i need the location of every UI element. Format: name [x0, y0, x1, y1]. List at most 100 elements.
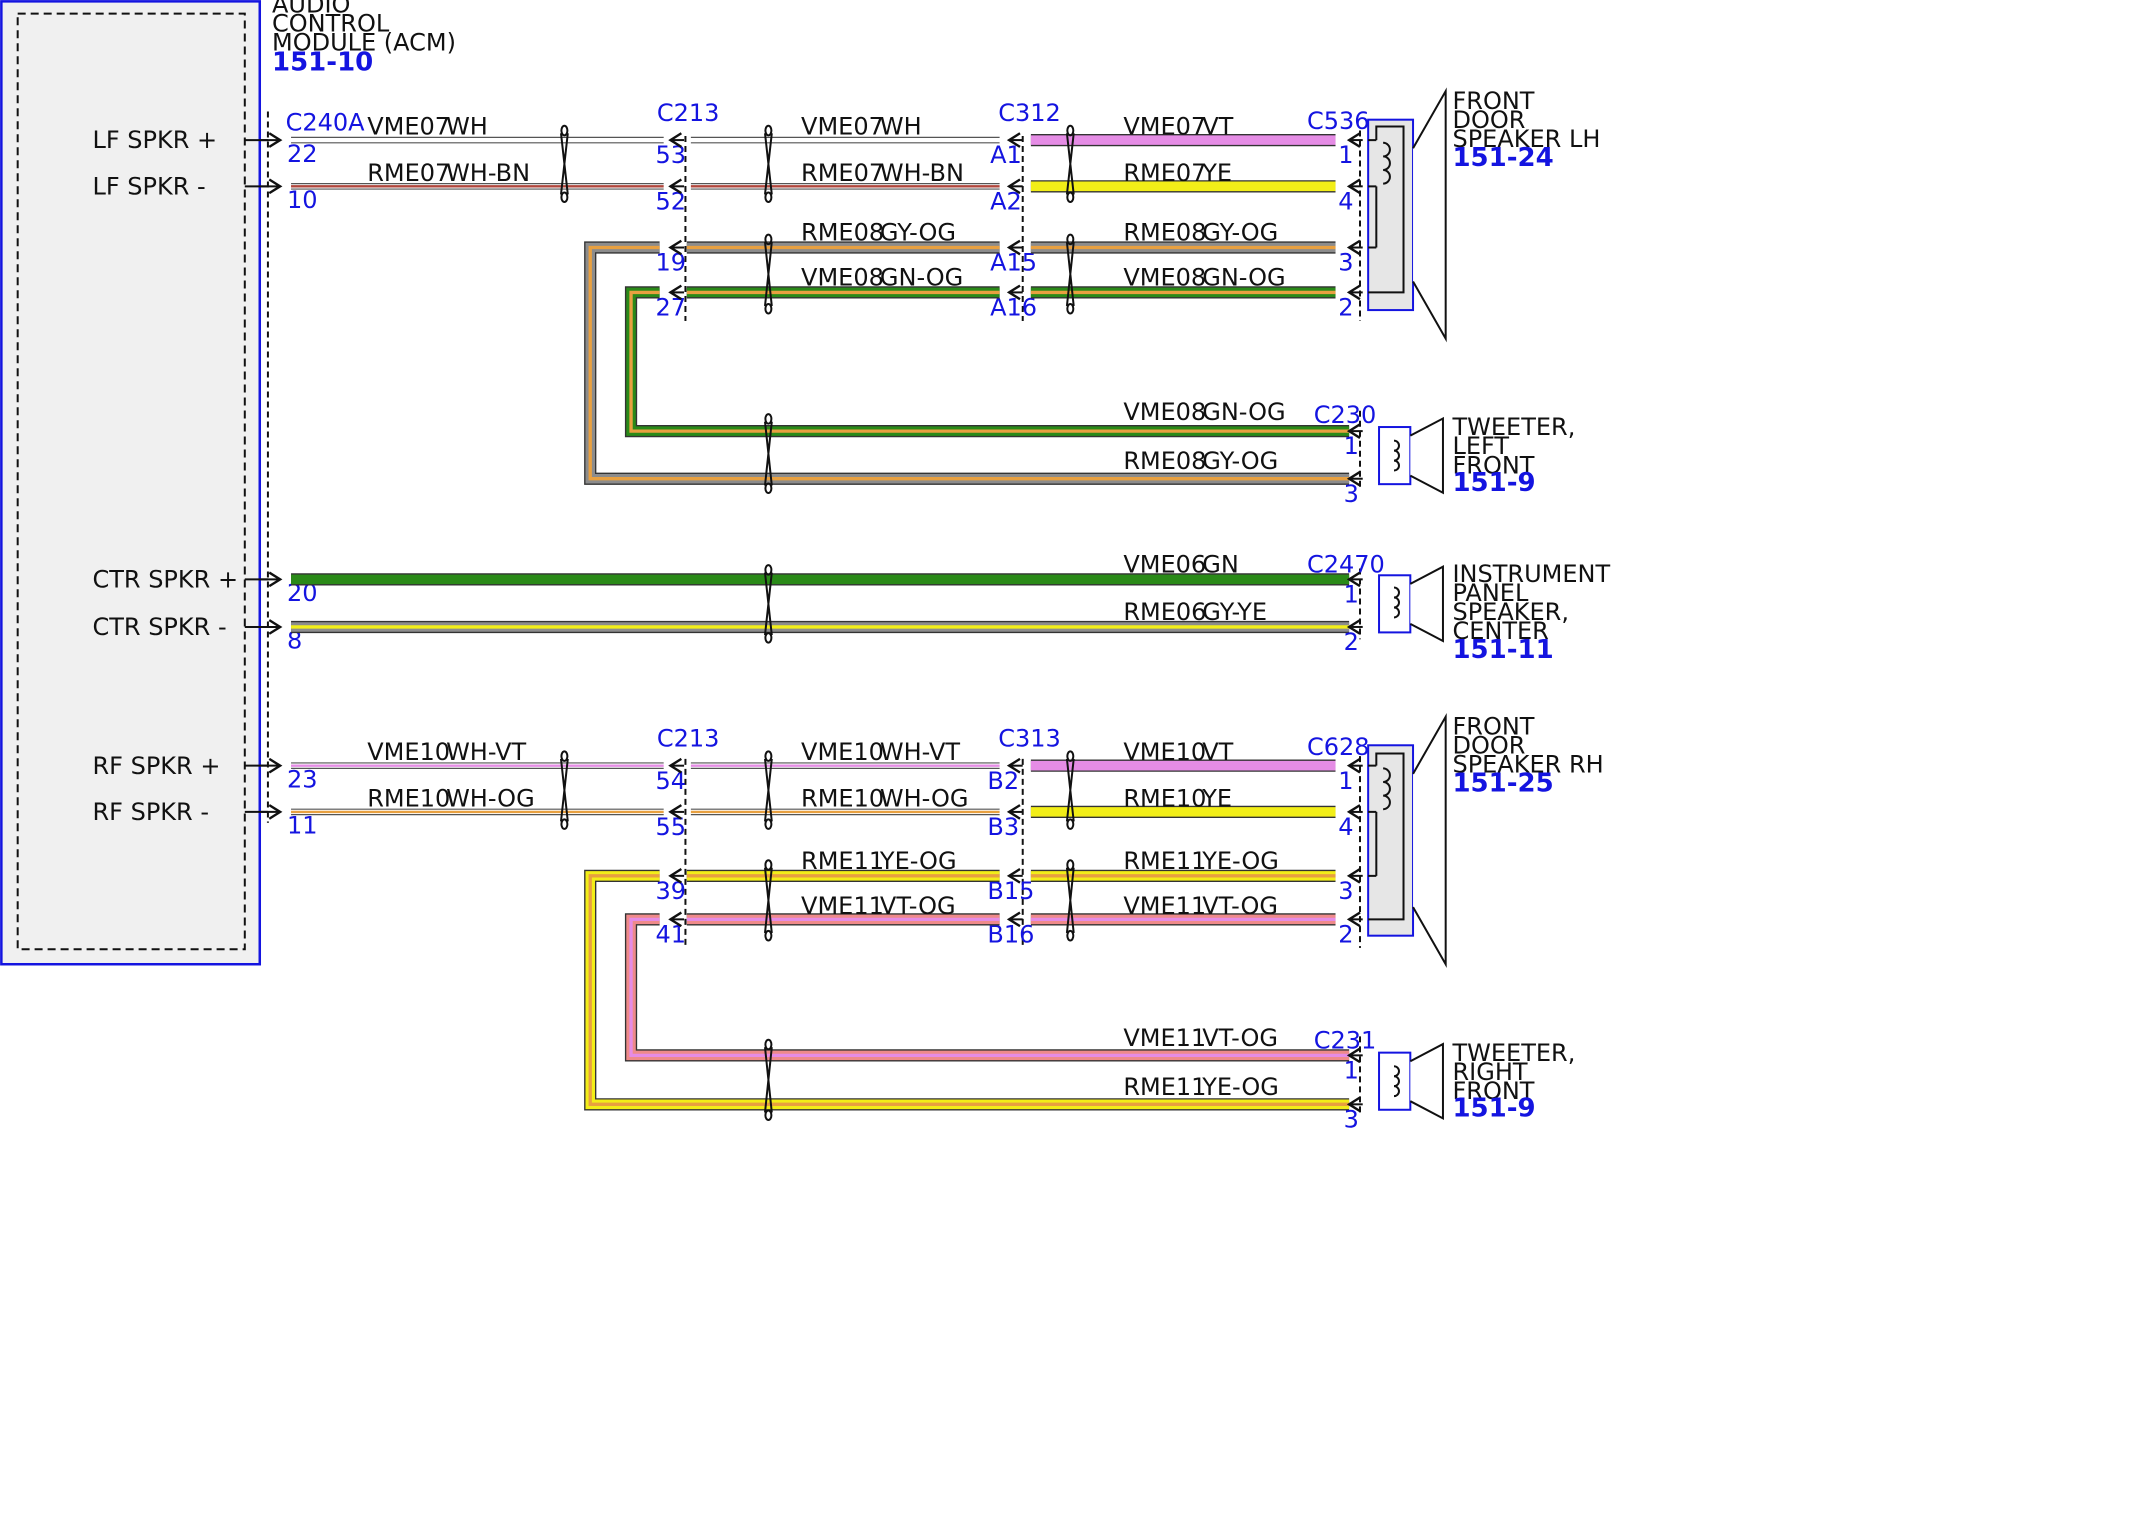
pin-number: 1 — [1338, 767, 1353, 795]
wire-color-label: WH — [880, 113, 922, 141]
twisted-pair-marker-loop-top — [1066, 859, 1075, 871]
pin-number: 2 — [1338, 920, 1353, 948]
wire-color-label: GY-OG — [1202, 219, 1278, 247]
twisted-pair-marker-loop-top — [764, 233, 773, 246]
wire-color-label: YE-OG — [879, 847, 957, 875]
twisted-pair-marker — [560, 758, 569, 822]
pin-number: 2 — [1344, 628, 1359, 656]
wire-circuit-label: RME06 — [1123, 598, 1206, 626]
connector-label: C312 — [998, 99, 1061, 127]
twisted-pair-marker-loop-bottom — [764, 1109, 773, 1121]
speaker-icon — [1412, 87, 1447, 343]
twisted-pair-marker-loop-top — [764, 124, 773, 137]
pin-number: 39 — [656, 877, 687, 905]
module-pin-label: CTR SPKR - — [92, 613, 226, 641]
connector-label: C213 — [657, 99, 720, 127]
wire-vme08-gnog-loop-stripe — [629, 290, 1350, 433]
wire-circuit-label: RME10 — [1123, 784, 1206, 812]
wire-color-label: WH-BN — [446, 159, 530, 187]
wire-circuit-label: RME08 — [1123, 447, 1206, 475]
center-speaker-housing — [1378, 574, 1412, 634]
wire-color-label: VT — [1202, 113, 1233, 141]
pin-number: 54 — [656, 767, 687, 795]
speaker-lh-wiring — [1368, 125, 1405, 294]
wire-color-label: WH-VT — [446, 738, 526, 766]
pin-number: 1 — [1344, 432, 1359, 460]
component-ref: 151-11 — [1452, 635, 1553, 665]
wire-circuit-label: RME11 — [1123, 847, 1206, 875]
wire-color-label: GN-OG — [880, 264, 963, 292]
twisted-pair-marker — [764, 867, 773, 934]
twisted-pair-marker — [1065, 241, 1075, 307]
twisted-pair-marker — [1065, 867, 1075, 934]
wire-rme11-yeog-loop-stripe — [588, 874, 1350, 1106]
wire-color-label: WH-VT — [880, 738, 960, 766]
speaker-coil-icon — [1382, 767, 1391, 811]
wire-color-label: VT-OG — [1202, 892, 1278, 920]
connector-label: C230 — [1314, 401, 1377, 429]
pin-number: 55 — [656, 813, 687, 841]
twisted-pair-marker — [764, 421, 773, 486]
wire-circuit-label: RME10 — [367, 784, 450, 812]
pin-number: 23 — [287, 765, 318, 793]
wire-circuit-label: VME11 — [801, 892, 884, 920]
module-pin-label: LF SPKR - — [92, 172, 205, 200]
module-pin-label: LF SPKR + — [92, 126, 217, 154]
pin-number: 19 — [656, 249, 687, 277]
twisted-pair-marker-loop-top — [764, 413, 773, 425]
pin-number: 53 — [656, 141, 687, 169]
component-ref: 151-9 — [1452, 468, 1535, 498]
connector-label: C628 — [1307, 733, 1370, 761]
speaker-icon — [1409, 565, 1444, 643]
wire-circuit-label: VME07 — [1123, 113, 1206, 141]
twisted-pair-marker — [1065, 133, 1075, 195]
twisted-pair-marker-loop-top — [1066, 124, 1075, 137]
wire-circuit-label: VME06 — [1123, 551, 1206, 579]
wire-color-label: YE-OG — [1201, 1073, 1279, 1101]
tweeter-coil-icon — [1393, 1065, 1400, 1098]
wire-circuit-label: RME11 — [1123, 1073, 1206, 1101]
pin-number: 52 — [656, 187, 687, 215]
twisted-pair-marker-loop-bottom — [1066, 302, 1075, 315]
tweeter-left-housing — [1378, 426, 1412, 486]
connector-label: C240A — [286, 109, 366, 137]
audio-control-module — [0, 0, 262, 966]
wire-color-label: VT — [1202, 738, 1233, 766]
wire-circuit-label: RME10 — [801, 784, 884, 812]
wire-color-label: YE-OG — [1201, 847, 1279, 875]
connector-label: C231 — [1314, 1027, 1377, 1055]
twisted-pair-marker-loop-top — [560, 750, 569, 762]
speaker-coil-icon — [1393, 586, 1400, 619]
wire-circuit-label: VME11 — [1123, 892, 1206, 920]
twisted-pair-marker-loop-bottom — [764, 818, 773, 830]
pin-number: B3 — [987, 813, 1019, 841]
twisted-pair-marker-loop-bottom — [560, 818, 569, 830]
twisted-pair-marker — [764, 1047, 773, 1113]
twisted-pair-marker-loop-bottom — [1066, 818, 1075, 830]
wire-color-label: WH — [446, 113, 488, 141]
twisted-pair-marker — [764, 572, 773, 636]
wire-vme11-vtog-loop-stripe — [629, 917, 1350, 1058]
wire-rme08-gyog-loop-stripe — [588, 245, 1350, 481]
wire-circuit-label: VME07 — [801, 113, 884, 141]
wire-circuit-label: VME08 — [801, 264, 884, 292]
twisted-pair-marker-loop-top — [764, 859, 773, 871]
wire-color-label: VT-OG — [880, 892, 956, 920]
pin-number: 10 — [287, 186, 318, 214]
pin-number: 3 — [1338, 249, 1353, 277]
connector-label: C213 — [657, 725, 720, 753]
pin-number: 8 — [287, 627, 302, 655]
twisted-pair-marker — [764, 241, 773, 307]
twisted-pair-marker-loop-top — [764, 564, 773, 576]
wire-color-label: WH-OG — [446, 784, 535, 812]
speaker-icon — [1409, 1042, 1444, 1120]
twisted-pair-marker-loop-bottom — [764, 191, 773, 203]
wire-color-label: GY-YE — [1202, 598, 1267, 626]
pin-number: 11 — [287, 812, 318, 840]
